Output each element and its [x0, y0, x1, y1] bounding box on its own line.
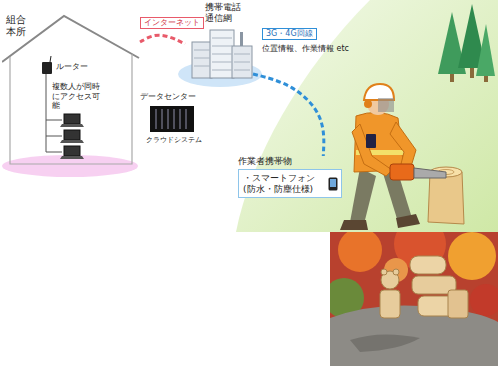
wooden-toy-photo [350, 334, 420, 352]
forestry-worker [340, 84, 420, 230]
wooden-toy-photo [330, 306, 498, 366]
office-floor-shadow [2, 155, 138, 177]
server-picture [150, 106, 194, 132]
laptop-icon [60, 114, 84, 159]
wooden-toy-photo [393, 269, 399, 275]
forestry-worker [390, 122, 416, 170]
trees [438, 4, 495, 82]
router-icon [50, 56, 51, 62]
office-floor-shadow [2, 155, 138, 177]
smartphone-icon [328, 177, 338, 191]
link-label: インターネット [140, 17, 204, 29]
laptop-icon [64, 130, 80, 140]
router-icon [42, 62, 52, 74]
transmitted-info-note: 位置情報、作業情報 etc [262, 44, 349, 54]
server-picture [150, 106, 194, 132]
items-heading: 作業者携帯物 [238, 156, 342, 167]
wooden-toy-photo [448, 232, 496, 280]
forestry-worker [350, 168, 376, 224]
chainsaw [390, 164, 414, 180]
wooden-toy-photo [338, 232, 382, 272]
smartphone-icon [329, 178, 338, 191]
datacenter-label: データセンター [140, 92, 196, 102]
server-picture [156, 109, 186, 129]
link-label: 3G・4G回線 [262, 28, 317, 40]
forest-field [236, 0, 498, 232]
forestry-worker [366, 134, 376, 148]
router-icon [42, 56, 52, 74]
chainsaw [414, 168, 446, 178]
forestry-worker [340, 220, 368, 230]
wooden-toy-photo [448, 290, 468, 318]
laptop-icon [60, 140, 84, 143]
forestry-worker [378, 98, 394, 112]
laptop-icon [60, 156, 84, 159]
network-link [140, 35, 185, 44]
wooden-toy-photo [381, 269, 387, 275]
laptop-icon [64, 146, 80, 156]
forestry-worker [352, 124, 392, 176]
house-outline [10, 54, 132, 164]
cloud-label: クラウドシステム [146, 136, 202, 144]
forestry-worker [364, 84, 394, 100]
wooden-toy-photo [330, 232, 498, 366]
access-note: 複数人が同時にアクセス可能 [52, 82, 100, 111]
network-buildings [192, 42, 212, 78]
items-body: ・スマートフォン (防水・防塵仕様) [238, 169, 342, 199]
laptop-icon [60, 124, 84, 127]
trees [476, 24, 495, 76]
laptop-icon [64, 114, 80, 124]
wooden-toy-photo [470, 284, 498, 316]
mobile-network: 携帯電話通信網 [185, 2, 253, 88]
wooden-toy-photo [380, 290, 400, 318]
wooden-toy-photo [410, 256, 446, 274]
office-heading: 組合本所 [6, 14, 26, 38]
smartphone-icon [330, 179, 336, 187]
forest-field [236, 0, 498, 232]
network-buildings [178, 30, 262, 87]
worker-items-box: 作業者携帯物・スマートフォン (防水・防塵仕様) [238, 156, 342, 198]
forestry-worker [364, 100, 372, 108]
network-link [253, 74, 324, 156]
router-label: ルーター [56, 62, 88, 72]
forestry-worker [396, 214, 420, 228]
network-buildings [240, 32, 243, 46]
chainsaw [390, 164, 446, 180]
